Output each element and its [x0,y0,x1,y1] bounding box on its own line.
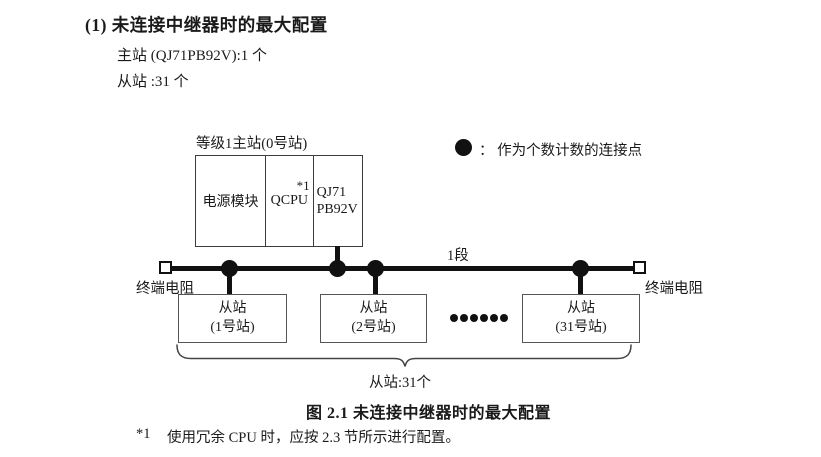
slave1-drop-line [227,269,232,295]
slave-count-line: 从站 :31 个 [117,74,189,90]
terminating-resistor-left-label: 终端电阻 [136,281,194,297]
slave2-drop-line [373,269,378,295]
slave31-line1: 从站 [567,301,595,317]
slave1-line2: (1号站) [210,319,255,335]
connection-dot-slave2 [367,260,384,277]
qcpu-footnote-marker: *1 [296,178,310,193]
master-station-label: 等级1主站(0号站) [196,136,308,152]
qcpu-cell-label: QCPU [270,193,309,208]
ellipsis-dots-icon [450,314,508,322]
master-count-line: 主站 (QJ71PB92V):1 个 [117,48,268,64]
slave31-line2: (31号站) [555,319,607,335]
power-module-cell: 电源模块 [202,195,259,210]
segment-label: 1段 [447,248,469,264]
legend-text: ： 作为个数计数的连接点 [479,143,643,159]
slave2-line1: 从站 [359,301,388,317]
qj71pb92v-cell: QJ71 PB92V [312,156,362,246]
terminating-resistor-right-icon [633,261,646,274]
section-title: (1) 未连接中继器时的最大配置 [85,15,328,35]
slave1-line1: 从站 [218,301,247,317]
qcpu-cell: *1 QCPU [265,156,312,246]
connection-point-dot-icon [455,139,472,156]
slave-station-1-box: 从站 (1号站) [178,294,287,343]
slaves-total-label: 从站:31个 [369,375,432,391]
master-drop-line [335,246,340,269]
master-station-box: 电源模块 *1 QCPU QJ71 PB92V [195,155,363,247]
slave31-drop-line [578,269,583,295]
connection-dot-slave1 [221,260,238,277]
bus-segment-line [172,266,637,271]
qj71pb92v-line1: QJ71 [316,184,347,200]
connection-dot-slave31 [572,260,589,277]
qj71pb92v-line2: PB92V [316,202,358,217]
figure-caption: 图 2.1 未连接中继器时的最大配置 [306,405,552,422]
slave-station-2-box: 从站 (2号站) [320,294,427,343]
footnote-marker: *1 [136,426,151,442]
slaves-brace [176,344,632,367]
footnote-text: 使用冗余 CPU 时，应按 2.3 节所示进行配置。 [167,430,460,446]
slave-station-31-box: 从站 (31号站) [522,294,640,343]
slave2-line2: (2号站) [351,319,396,335]
terminating-resistor-left-icon [159,261,172,274]
terminating-resistor-right-label: 终端电阻 [645,281,703,297]
